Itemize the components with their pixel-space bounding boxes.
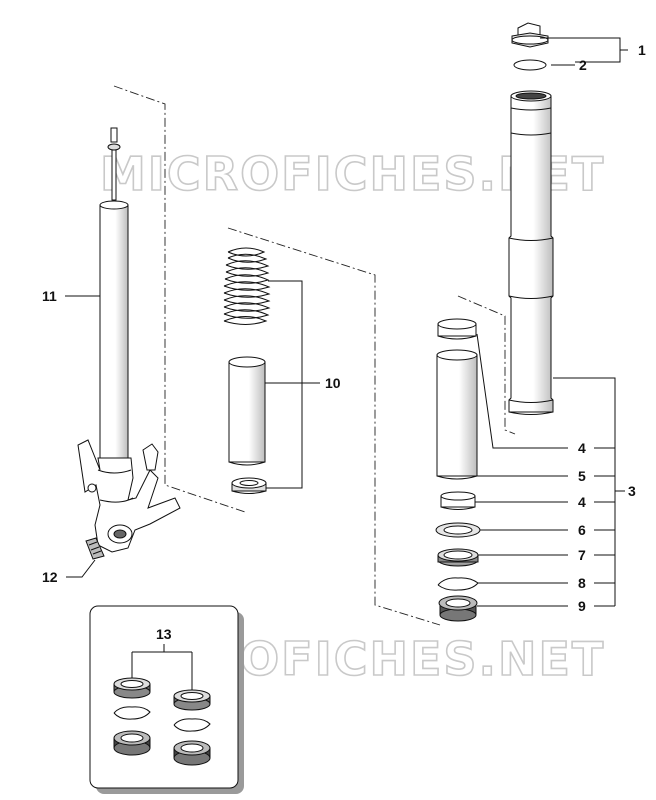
kit-dust-seal-left — [113, 730, 151, 756]
kit-oil-seal-right — [173, 689, 211, 711]
inner-fork-leg — [77, 127, 181, 553]
callout-labels: 1 2 3 4 5 4 6 7 8 9 10 11 12 — [42, 42, 646, 614]
callout-2: 2 — [579, 57, 587, 73]
callout-10: 10 — [325, 375, 341, 391]
fork-spring — [223, 247, 271, 325]
kit-clip-right — [173, 718, 211, 732]
callout-3: 3 — [628, 483, 636, 499]
kit-dust-seal-right — [173, 740, 211, 766]
oil-seal — [437, 548, 479, 567]
o-ring — [513, 59, 547, 71]
inner-tube-sleeve — [436, 349, 478, 480]
washer — [435, 522, 481, 538]
kit-oil-seal-left — [113, 677, 151, 699]
callout-13: 13 — [156, 626, 172, 642]
callout-7: 7 — [578, 547, 586, 563]
leader-lines — [65, 37, 628, 607]
spring-spacer-tube — [228, 356, 266, 466]
protector-pad — [85, 537, 105, 560]
callout-4-upper: 4 — [578, 440, 586, 456]
fork-cap-bolt — [511, 22, 549, 48]
callout-8: 8 — [578, 575, 586, 591]
callout-9: 9 — [578, 598, 586, 614]
dust-seal — [438, 595, 478, 622]
callout-4-lower: 4 — [578, 494, 586, 510]
callout-6: 6 — [578, 522, 586, 538]
callout-1: 1 — [638, 42, 646, 58]
upper-bushing — [437, 318, 477, 340]
callout-12: 12 — [42, 569, 58, 585]
lower-bushing — [440, 491, 476, 510]
callout-11: 11 — [42, 288, 57, 304]
outer-fork-tube — [508, 90, 554, 415]
kit-clip-left — [113, 706, 151, 720]
spring-washer — [231, 477, 267, 494]
seal-kit-inset: 13 — [89, 605, 244, 794]
retaining-clip — [437, 577, 479, 591]
callout-5: 5 — [578, 468, 586, 484]
